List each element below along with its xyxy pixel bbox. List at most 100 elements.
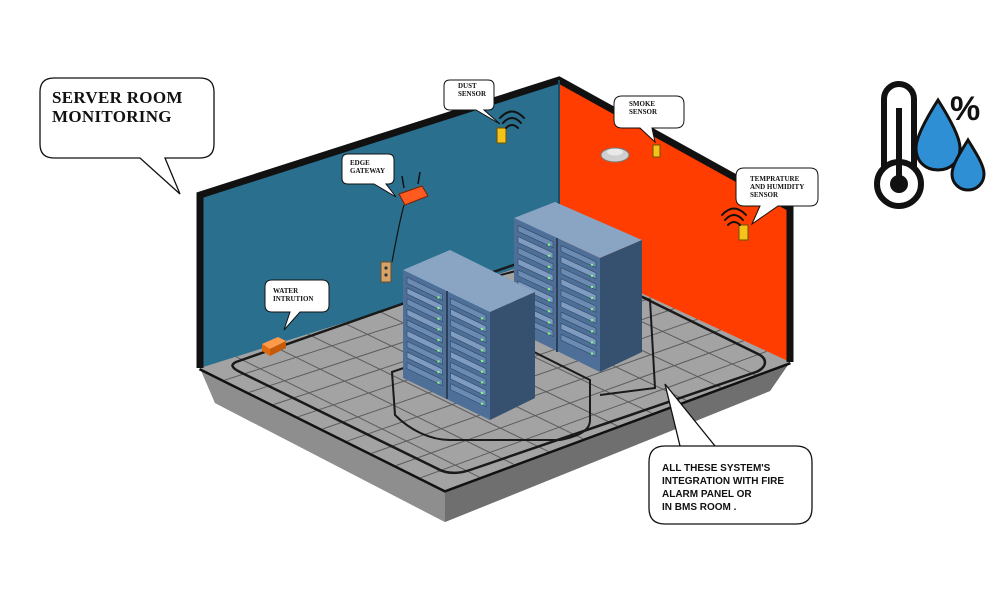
water-drop-icon [914,97,962,172]
dust-callout [443,79,501,125]
rack-server-unit [560,311,597,335]
rack-status-led [590,352,594,355]
edge-gateway-router [380,171,429,283]
rack-status-led [547,310,551,313]
server-rack-back [514,202,642,372]
rack-back-side [600,240,642,372]
rack-server-unit [517,224,554,249]
edge-label-line-2: GATEWAY [350,166,386,175]
smoke-sensor [600,144,661,163]
temp-label-line-3: SENSOR [750,190,779,199]
rack-server-unit [406,351,443,376]
rack-status-led [590,341,594,344]
rack-status-led [437,328,440,331]
rack-server-unit [560,322,597,346]
rack-status-led [437,338,440,342]
rack-status-led [480,402,484,405]
rack-status-led [547,276,551,280]
rack-server-unit [560,300,597,324]
outlet-hole-2 [384,273,388,277]
rack-server-unit [406,298,443,323]
server-rack-front [403,250,535,420]
rack-status-led [437,360,440,363]
rack-front-units [406,276,487,408]
rack-server-unit [517,247,554,271]
water-sensor-left [262,344,270,356]
humidity-percent-symbol: % [950,90,981,128]
water-label-line-2: INTRUTION [273,294,314,303]
rack-status-led [590,296,594,300]
rack-front-top [403,250,535,312]
floor-grid-line [371,329,721,454]
rack-server-unit [560,244,597,269]
rack-back-units [517,224,597,358]
rack-status-led [480,370,484,373]
rack-status-led [480,338,484,341]
dust-label-line-1: DUST [458,82,477,90]
title-line-2: MONITORING [52,107,172,127]
dust-sensor-box [496,127,507,144]
rack-status-led [590,263,594,266]
temp-wifi-arc-1 [727,221,741,226]
floor-slab-right-face [445,362,790,522]
rack-server-unit [450,351,487,376]
water-intrusion-label: WATER INTRUTION [273,287,314,304]
note-line-4: IN BMS ROOM . [662,502,737,513]
water-sensor-top [262,337,286,349]
rack-server-unit [406,330,443,355]
rack-server-unit [406,276,443,301]
rack-server-unit [560,333,597,358]
rack-server-unit [450,308,487,333]
rack-server-unit [450,297,487,322]
rack-server-unit [450,372,487,397]
note-line-1: ALL THESE SYSTEM'S [662,463,771,474]
water-drop-icon [950,137,986,192]
rack-status-led [547,299,551,302]
temp-sensor-box [738,224,749,241]
rack-status-led [547,287,551,291]
rack-status-led [437,296,440,299]
smoke-sensor-module [652,144,661,158]
rack-server-unit [406,362,443,387]
integration-note: ALL THESE SYSTEM'S INTEGRATION WITH FIRE… [662,462,812,514]
floor-grid-line [420,350,768,479]
rack-status-led [590,330,594,333]
rack-server-unit [517,236,554,260]
thermometer-bulb-fill [890,175,908,193]
wifi-icon [721,207,747,226]
note-line-2: INTEGRATION WITH FIRE [662,476,785,487]
smoke-detector-cap [607,148,623,156]
rack-status-led [480,317,484,320]
rack-status-led [590,285,594,289]
rack-status-led [590,307,594,311]
rack-status-led [547,321,551,324]
rack-front-side [490,292,535,420]
rack-server-unit [517,258,554,282]
rack-status-led [590,274,594,278]
dust-sensor [496,110,525,144]
power-outlet-icon [380,261,392,283]
title-bubble [39,77,215,195]
floor-grid-line [395,340,744,467]
temperature-sensor-label: TEMPRATURE AND HUMIDITY SENSOR [750,175,810,199]
router-cable [391,204,405,263]
page-title: SERVER ROOM MONITORING [52,88,183,126]
dust-wifi-arc-1 [505,124,519,129]
router-antenna-left [401,175,405,189]
rack-server-unit [406,319,443,344]
title-line-1: SERVER ROOM [52,88,183,107]
rack-cable-loop-1 [390,333,591,441]
rack-server-unit [560,267,597,291]
thermometer-mercury [896,108,902,180]
temp-label-line-1: TEMPRATURE [750,175,800,183]
smoke-label-line-1: SMOKE [629,100,656,108]
rack-status-led [437,317,440,320]
floor-slab-left-face [200,368,445,522]
rack-status-led [437,381,440,384]
router-antenna-right [417,171,421,185]
rack-status-led [480,381,484,384]
water-label-line-1: WATER [273,287,299,295]
rack-server-unit [406,287,443,312]
rack-server-unit [450,340,487,365]
